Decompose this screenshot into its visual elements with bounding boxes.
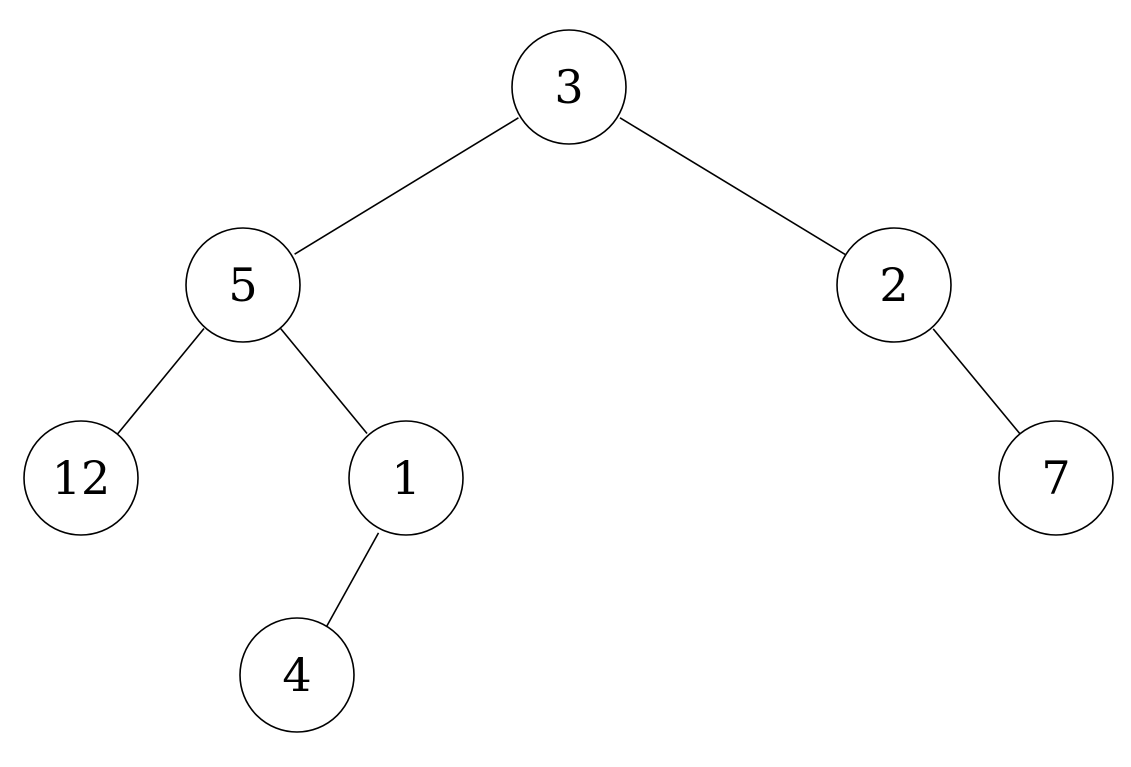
edge-3-5 bbox=[294, 117, 519, 255]
node-label: 5 bbox=[228, 258, 257, 312]
node-circle bbox=[185, 227, 301, 343]
node-circle bbox=[998, 420, 1114, 536]
tree-node: 7 bbox=[998, 420, 1114, 536]
edge-5-1 bbox=[280, 328, 368, 435]
tree-node: 4 bbox=[239, 617, 355, 733]
node-label: 12 bbox=[52, 451, 111, 505]
node-label: 3 bbox=[554, 60, 583, 114]
node-label: 4 bbox=[282, 648, 311, 702]
tree-node: 1 bbox=[348, 420, 464, 536]
edge-1-4 bbox=[326, 532, 380, 627]
edges bbox=[116, 117, 1021, 627]
tree-node: 5 bbox=[185, 227, 301, 343]
tree-node: 3 bbox=[511, 29, 627, 145]
node-circle bbox=[23, 420, 139, 536]
edge-3-2 bbox=[619, 117, 846, 256]
node-label: 2 bbox=[879, 258, 908, 312]
node-circle bbox=[836, 227, 952, 343]
node-label: 7 bbox=[1041, 451, 1070, 505]
tree-node: 2 bbox=[836, 227, 952, 343]
node-circle bbox=[348, 420, 464, 536]
node-circle bbox=[239, 617, 355, 733]
edge-5-12 bbox=[116, 327, 205, 435]
node-circle bbox=[511, 29, 627, 145]
edge-2-7 bbox=[932, 328, 1021, 435]
tree-node: 12 bbox=[23, 420, 139, 536]
node-label: 1 bbox=[391, 451, 420, 505]
